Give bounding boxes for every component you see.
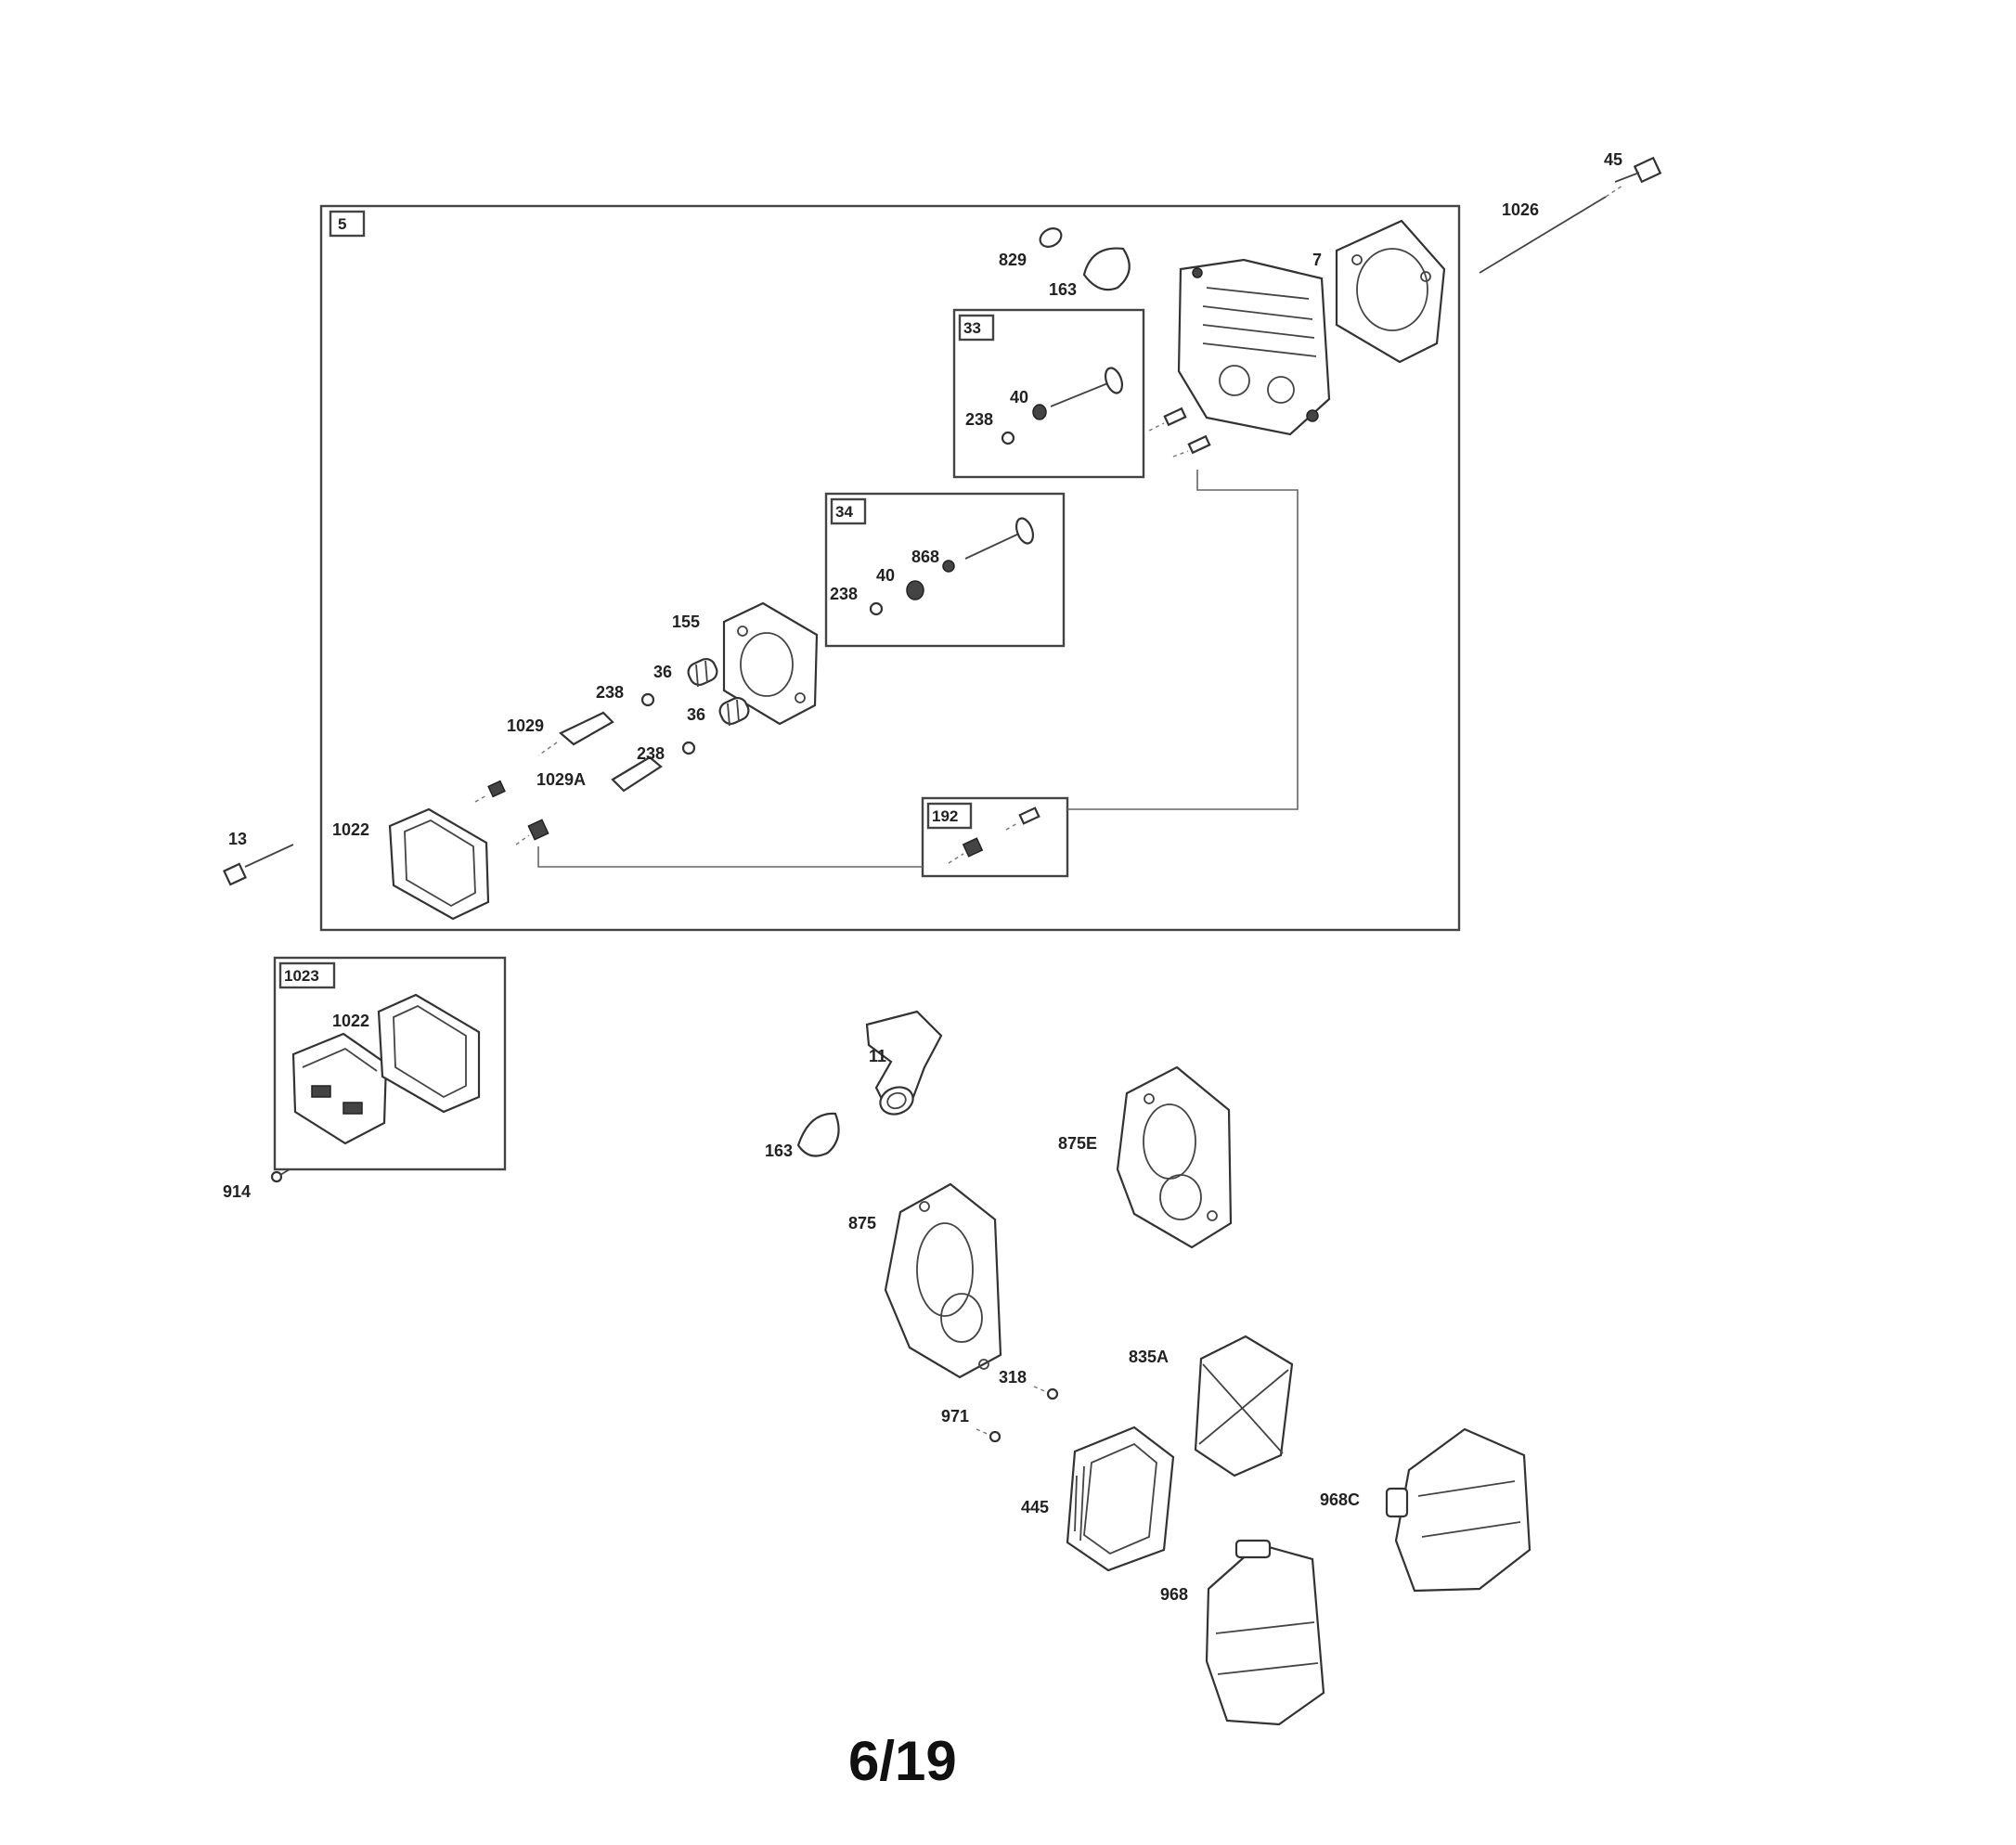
label-1029: 1029 <box>507 716 544 735</box>
kit-box-33-label: 33 <box>963 319 981 337</box>
label-40a: 40 <box>1010 388 1028 406</box>
rocker-stud-b-icon <box>515 819 549 845</box>
head-gasket-7-icon <box>1335 219 1446 364</box>
label-238a: 238 <box>965 410 993 429</box>
label-829: 829 <box>999 251 1027 269</box>
keeper-868-icon <box>942 560 955 573</box>
rocker-stud-kit-a-icon <box>1005 806 1040 831</box>
kit-box-192 <box>921 796 1069 878</box>
kit-box-34 <box>824 492 1066 648</box>
seal-829-icon <box>1039 227 1063 248</box>
rocker-arm-1029a-icon <box>611 755 663 793</box>
spring-36a-icon <box>687 657 718 688</box>
gasket-163b-icon <box>796 1112 840 1157</box>
label-318: 318 <box>999 1368 1027 1387</box>
cylinder-head-icon <box>1177 258 1331 436</box>
connector-line-studs-right <box>1067 470 1299 810</box>
bolt-1026-icon <box>1479 185 1623 274</box>
assembly-box-5-tag <box>329 210 366 238</box>
kit-box-34-label: 34 <box>835 503 853 521</box>
label-1022b: 1022 <box>332 1012 369 1030</box>
label-1026: 1026 <box>1502 200 1539 219</box>
label-163b: 163 <box>765 1142 793 1160</box>
screw-318-icon <box>1033 1386 1059 1400</box>
kit-box-1023-tag <box>278 961 336 989</box>
label-7: 7 <box>1312 251 1322 269</box>
screw-971-icon <box>976 1428 1002 1443</box>
page-number: 6/19 <box>848 1730 957 1792</box>
label-445: 445 <box>1021 1498 1049 1516</box>
label-875e: 875E <box>1058 1134 1097 1153</box>
valve-seal-40a-icon <box>1032 404 1047 420</box>
label-36a: 36 <box>653 663 672 681</box>
air-cleaner-cover-968c-icon <box>1385 1427 1531 1593</box>
kit-box-34-tag <box>830 497 867 525</box>
air-cleaner-cover-968-icon <box>1205 1539 1325 1726</box>
label-968: 968 <box>1160 1585 1188 1604</box>
gasket-163-icon <box>1082 247 1131 291</box>
cover-gasket-1022a-icon <box>388 807 490 921</box>
label-238c: 238 <box>596 683 624 702</box>
retainer-238b-icon <box>869 601 884 616</box>
stud-lower-icon <box>1172 434 1211 458</box>
kit-box-192-label: 192 <box>932 807 958 825</box>
kit-box-33 <box>952 308 1145 479</box>
assembly-box-5 <box>319 204 1461 932</box>
label-1022a: 1022 <box>332 820 369 839</box>
rocker-arm-1029-icon <box>537 711 614 756</box>
kit-box-33-tag <box>958 314 995 342</box>
intake-elbow-11-icon <box>865 1010 943 1116</box>
label-163a: 163 <box>1049 280 1077 299</box>
air-cleaner-base-875e-icon <box>1116 1065 1233 1249</box>
label-238d: 238 <box>637 744 665 763</box>
label-1029a: 1029A <box>536 770 586 789</box>
connector-line-studs-left <box>537 846 923 868</box>
retainer-238c-icon <box>640 692 655 707</box>
label-40b: 40 <box>876 566 895 585</box>
air-cleaner-base-875-icon <box>884 1182 1002 1379</box>
spring-36b-icon <box>718 696 750 727</box>
rocker-stud-kit-b-icon <box>948 837 984 864</box>
pre-cleaner-835a-icon <box>1194 1335 1294 1477</box>
valve-cover-icon <box>291 1032 388 1145</box>
retainer-238a-icon <box>1001 431 1015 445</box>
label-45: 45 <box>1604 150 1622 169</box>
label-868: 868 <box>911 548 939 566</box>
label-914: 914 <box>223 1182 251 1201</box>
label-11: 11 <box>869 1047 886 1065</box>
cover-gasket-1022b-icon <box>377 993 481 1114</box>
label-968c: 968C <box>1320 1490 1360 1509</box>
label-36b: 36 <box>687 705 705 724</box>
kit-box-192-tag <box>926 802 973 830</box>
stud-upper-icon <box>1148 406 1187 432</box>
bolt-13-icon <box>223 844 294 886</box>
screw-914-icon <box>270 1168 291 1183</box>
label-835a: 835A <box>1129 1348 1169 1366</box>
bolt-45-icon <box>1614 156 1662 184</box>
intake-valve-icon <box>1050 367 1124 407</box>
label-13: 13 <box>228 830 247 848</box>
label-238b: 238 <box>830 585 858 603</box>
air-filter-445-icon <box>1066 1426 1175 1572</box>
label-875: 875 <box>848 1214 876 1232</box>
exhaust-valve-icon <box>964 517 1035 560</box>
kit-box-1023-label: 1023 <box>284 967 319 985</box>
rocker-plate-155-icon <box>722 601 819 726</box>
label-155: 155 <box>672 613 700 631</box>
kit-box-1023 <box>273 956 507 1171</box>
valve-seal-40b-icon <box>906 580 924 600</box>
rocker-stud-a-icon <box>474 780 506 803</box>
label-971: 971 <box>941 1407 969 1426</box>
assembly-box-5-label: 5 <box>338 215 346 233</box>
retainer-238d-icon <box>681 741 696 755</box>
